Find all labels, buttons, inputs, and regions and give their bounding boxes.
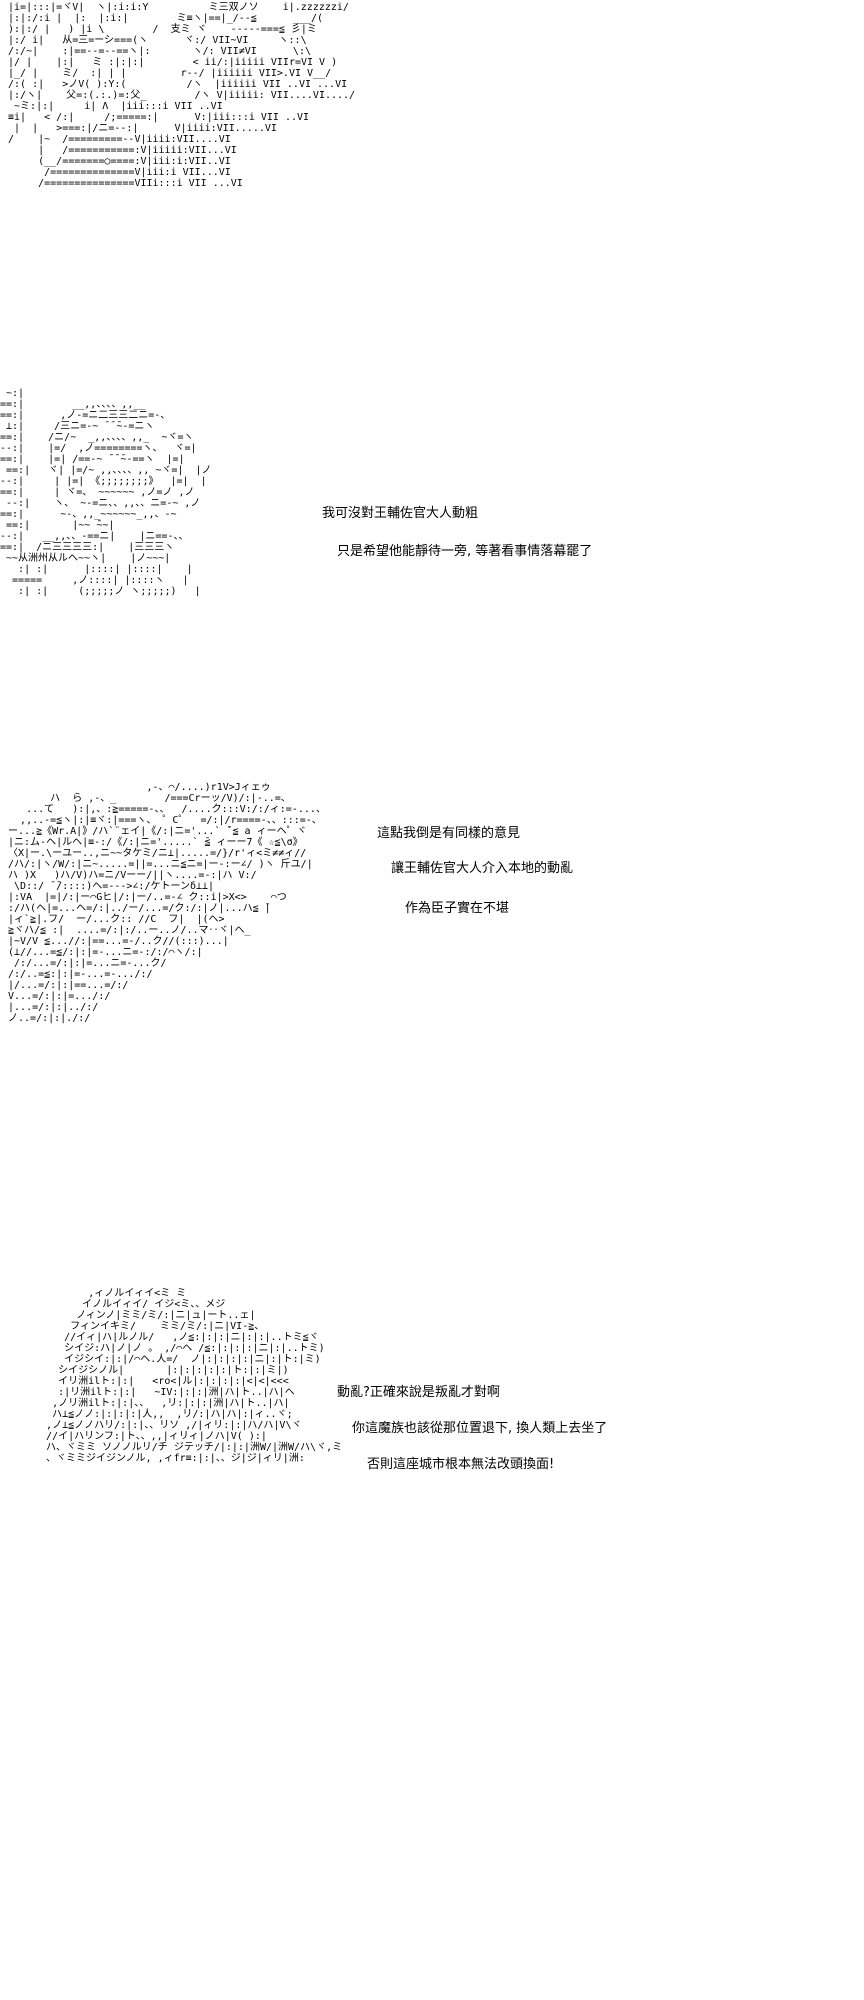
dialogue-panel2-line2: 只是希望他能靜待一旁, 等著看事情落幕罷了 — [337, 544, 593, 559]
ascii-art-panel-4: ,ィノルイィイ<ミ ミ イノルイィイ/ イジ<ミ、、メジ ノィンノ|ミミ/ミ/:… — [46, 1288, 343, 1464]
ascii-art-panel-2: ~:| ==:| __,,、、、、,,__ ==:| ,ノ-=ニ二三三二ニ=-、… — [0, 388, 212, 597]
dialogue-panel3-line1: 這點我倒是有同樣的意見 — [377, 826, 521, 841]
dialogue-panel4-line3: 否則這座城市根本無法改頭換面! — [367, 1457, 555, 1472]
dialogue-panel3-line3: 作為臣子實在不堪 — [405, 901, 510, 916]
dialogue-panel4-line1: 動亂?正確來說是叛亂才對啊 — [337, 1385, 500, 1400]
ascii-art-panel-3: ,-、⌒/....)r1V>Jィェゥ ハ ら ,-、_ /===Crーッ/V)/… — [8, 782, 326, 1024]
dialogue-panel3-line2: 讓王輔佐官大人介入本地的動亂 — [391, 861, 574, 876]
ascii-art-panel-1: |i=|:::|=ヾV| ヽ|:i:i:Y ミ三双ノソ i|.zzzzzzi/ … — [8, 2, 356, 189]
dialogue-panel2-line1: 我可沒對王輔佐官大人動粗 — [322, 506, 479, 521]
dialogue-panel4-line2: 你這魔族也該從那位置退下, 換人類上去坐了 — [352, 1421, 608, 1436]
